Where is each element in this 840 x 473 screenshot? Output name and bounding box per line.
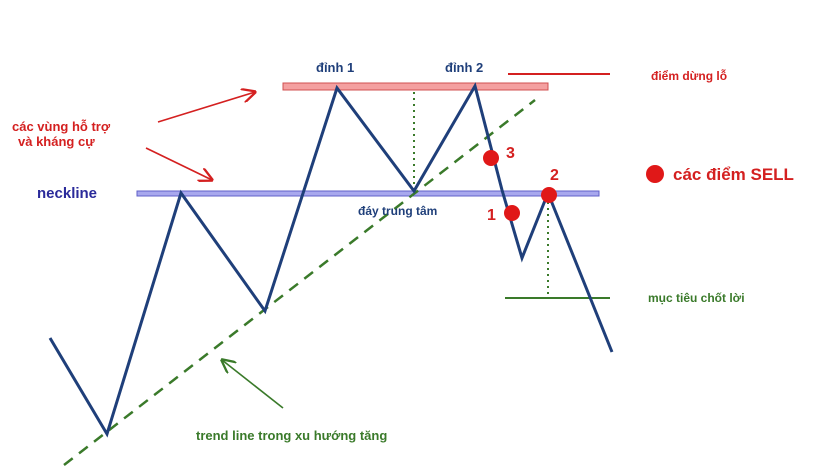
arrow-icon [145,147,212,180]
point3-label: 3 [506,145,515,162]
uptrend-line [63,99,536,466]
red-dot-icon [483,150,499,166]
peak1-label: đỉnh 1 [316,60,354,75]
trendline-label: trend line trong xu hướng tăng [196,428,387,443]
neckline-label: neckline [37,185,97,202]
stop-loss-label: điểm dừng lỗ [651,68,727,83]
neckline-zone [136,190,600,197]
support-resistance-label-2: và kháng cự [18,134,95,149]
red-dot-icon [646,165,664,183]
support-resistance-label-1: các vùng hỗ trợ [12,119,111,134]
peak2-label: đỉnh 2 [445,60,483,75]
sell-points-label: các điểm SELL [673,165,794,184]
target-label: mục tiêu chốt lời [648,291,745,305]
point1-label: 1 [487,207,496,224]
point2-label: 2 [550,167,559,184]
price-path [48,82,614,438]
red-dot-icon [504,205,520,221]
arrow-icon [157,92,255,123]
red-dot-icon [541,187,557,203]
center-bottom-label: đáy trung tâm [358,204,437,218]
arrow-icon [222,360,284,409]
resistance-zone [282,82,549,91]
